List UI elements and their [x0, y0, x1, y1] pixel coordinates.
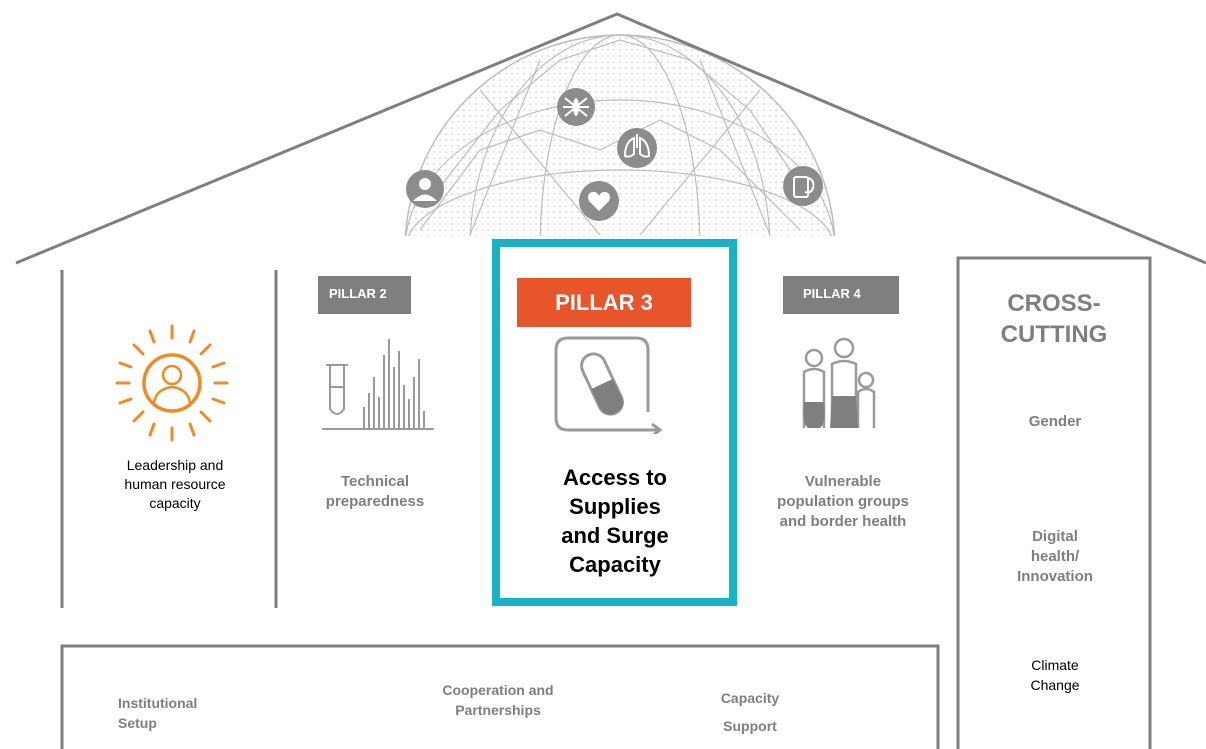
cross-cutting-title: CROSS- CUTTING	[1000, 290, 1108, 348]
foundation-capacity-support: Capacity Support	[720, 690, 780, 734]
cross-cutting-gender: Gender	[1028, 413, 1082, 430]
pillar4-tab: PILLAR 4	[783, 276, 899, 314]
cross-cutting-climate-change: Climate Change	[1030, 657, 1080, 693]
pillar4-label: Vulnerable population groups and border …	[777, 473, 909, 530]
heart-icon	[579, 181, 619, 221]
globe-network-icon	[404, 34, 836, 236]
lungs-icon	[617, 128, 657, 168]
test-tube-chart-icon	[322, 339, 434, 430]
cross-cutting-frame	[956, 256, 1152, 749]
doctor-icon	[406, 170, 444, 208]
pillar3-label: Access to Supplies and Surge Capacity	[561, 465, 669, 577]
roof	[15, 12, 1206, 265]
family-icon	[802, 337, 876, 428]
cross-cutting-digital-health: Digital health/ Innovation	[1017, 528, 1093, 585]
pillar3-tab-label: PILLAR 3	[555, 290, 653, 315]
foundation-frame	[60, 644, 940, 749]
leader-sun-icon	[115, 324, 229, 442]
pillar2-tab: PILLAR 2	[318, 276, 411, 314]
pillar3-highlight-border	[492, 239, 737, 606]
pillar3-tab: PILLAR 3	[517, 278, 691, 327]
foundation-institutional-setup: Institutional Setup	[118, 695, 198, 731]
foundation-cooperation-partnerships: Cooperation and Partnerships	[442, 682, 554, 718]
mosquito-icon	[557, 88, 595, 126]
pillar2-label: Technical preparedness	[325, 473, 425, 510]
pillar1-label: Leadership and human resource capacity	[124, 457, 226, 511]
pillar4-tab-label: PILLAR 4	[803, 286, 861, 301]
medicine-capsule-icon	[554, 336, 663, 434]
tablet-stethoscope-icon	[783, 166, 823, 206]
pillar2-tab-label: PILLAR 2	[329, 286, 387, 301]
